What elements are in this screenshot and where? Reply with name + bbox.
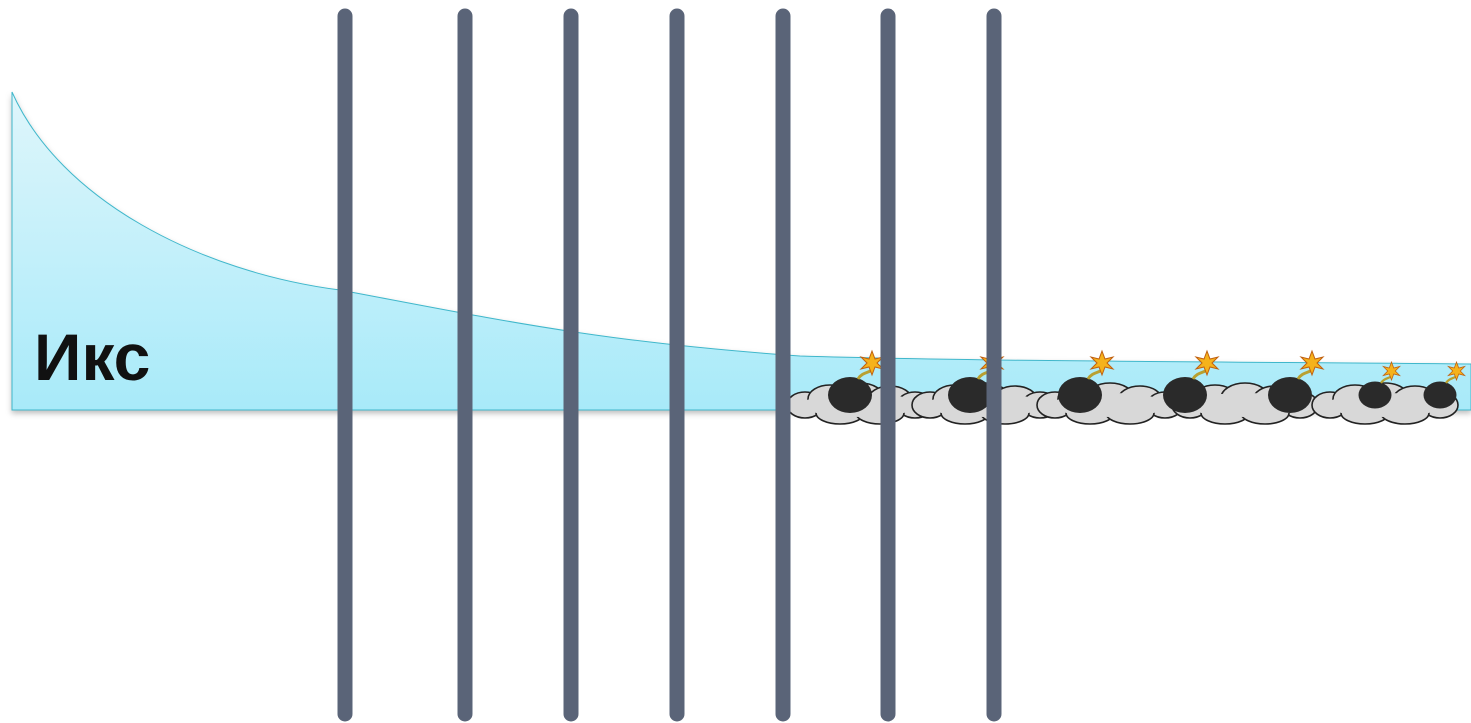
curve-label: Икс xyxy=(34,320,150,394)
decay-curve-area xyxy=(12,92,1471,410)
